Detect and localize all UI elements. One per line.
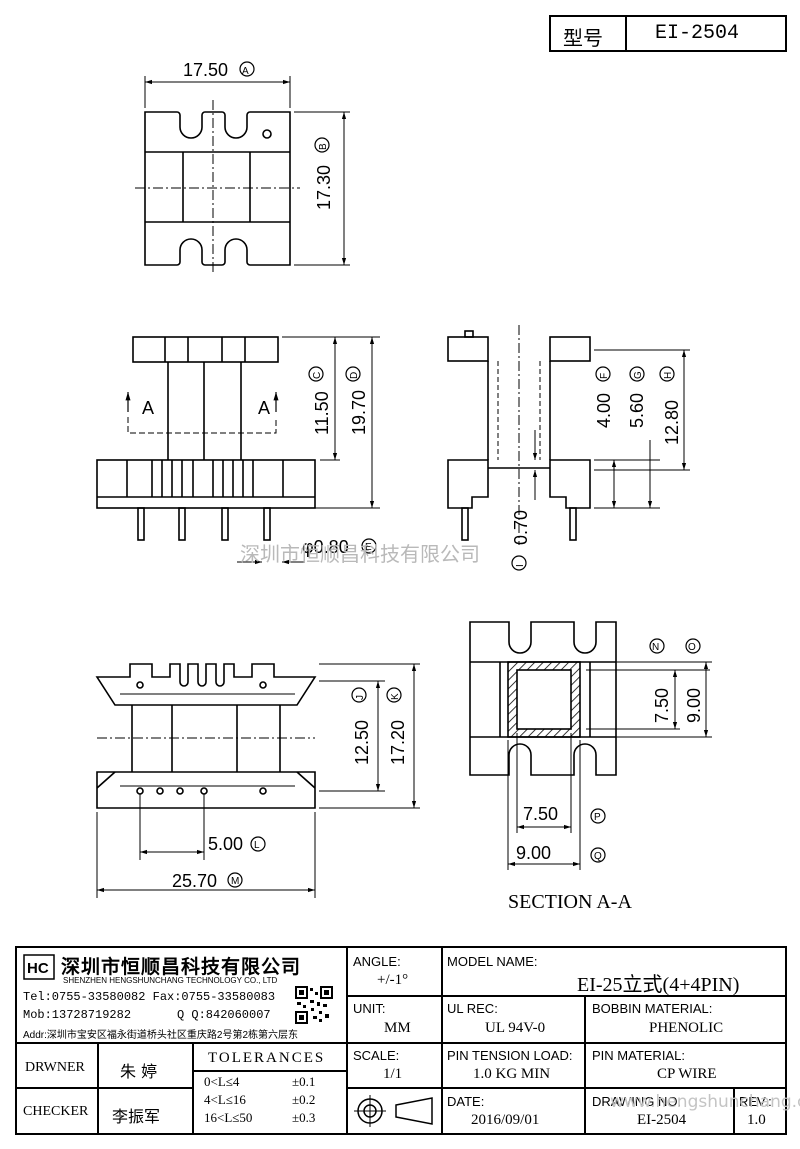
company-name-cn: 深圳市恒顺昌科技有限公司 [61, 956, 302, 978]
pin-material-value: CP WIRE [657, 1066, 717, 1082]
dim-b-tag: B [318, 143, 329, 150]
tolerance-row: 0<L≤4 ±0.1 [202, 1074, 342, 1092]
section-view [469, 621, 712, 870]
model-header-divider [625, 17, 627, 50]
dim-l-value: 5.00 [208, 834, 243, 854]
scale-label: SCALE: [353, 1048, 400, 1063]
bobbin-label: BOBBIN MATERIAL: [592, 1001, 713, 1016]
dim-n-tag: N [652, 642, 659, 653]
tolerance-range: 16<L≤50 [204, 1110, 253, 1125]
tolerances-title: TOLERANCES [208, 1050, 326, 1066]
drawer-label: DRWNER [25, 1060, 85, 1075]
unit-label: UNIT: [353, 1001, 386, 1016]
ul-value: UL 94V-0 [485, 1020, 546, 1036]
tolerance-value: ±0.2 [292, 1092, 316, 1107]
dim-p-tag: P [594, 812, 601, 823]
company-address: Addr:深圳市宝安区福永街道桥头社区重庆路2号第2栋第六层东 [23, 1030, 299, 1041]
dim-j-value: 12.50 [352, 720, 372, 765]
angle-label: ANGLE: [353, 954, 401, 969]
model-code: EI-2504 [655, 22, 740, 45]
dim-o-value: 9.00 [684, 688, 704, 723]
ul-label: UL REC: [447, 1001, 498, 1016]
dim-i-value: 0.70 [511, 510, 531, 545]
company-tel: Tel:0755-33580082 Fax:0755-33580083 [23, 990, 276, 1004]
dim-g-value: 5.60 [627, 393, 647, 428]
model-header: 型号 EI-2504 [549, 15, 787, 52]
company-logo: HC [23, 954, 55, 980]
bottom-view [95, 663, 420, 898]
date-label: DATE: [447, 1094, 485, 1109]
dim-h-value: 12.80 [662, 400, 682, 445]
checker-value: 李振军 [112, 1107, 161, 1126]
dim-o-tag: O [688, 642, 696, 653]
unit-value: MM [384, 1020, 411, 1036]
dim-c-value: 11.50 [312, 391, 332, 435]
projection-symbol-icon [352, 1094, 437, 1128]
bobbin-value: PHENOLIC [649, 1020, 724, 1036]
tension-value: 1.0 KG MIN [473, 1066, 551, 1082]
dim-a-value: 17.50 [183, 60, 228, 80]
date-value: 2016/09/01 [471, 1112, 540, 1128]
rev-value: 1.0 [747, 1112, 766, 1128]
dim-d-tag: D [349, 372, 360, 379]
dim-j-tag: J [355, 695, 366, 700]
title-block: HC 深圳市恒顺昌科技有限公司 SHENZHEN HENGSHUNCHANG T… [15, 946, 787, 1135]
top-view [135, 61, 350, 275]
side-view [447, 325, 690, 571]
section-mark-left: A [142, 398, 154, 418]
dim-f-tag: F [599, 373, 610, 379]
tolerance-value: ±0.1 [292, 1074, 316, 1089]
drawer-value: 朱 婷 [120, 1062, 158, 1081]
svg-text:HC: HC [27, 960, 49, 977]
dim-p-value: 7.50 [523, 804, 558, 824]
dim-q-tag: Q [594, 851, 602, 862]
scale-value: 1/1 [383, 1066, 403, 1082]
tolerance-range: 0<L≤4 [204, 1074, 240, 1089]
dim-m-tag: M [231, 876, 239, 887]
checker-label: CHECKER [23, 1104, 89, 1119]
dim-b-value: 17.30 [314, 165, 334, 210]
company-qq: Q Q:842060007 [177, 1008, 271, 1022]
dim-q-value: 9.00 [516, 843, 551, 863]
pin-material-label: PIN MATERIAL: [592, 1048, 685, 1063]
tolerance-row: 16<L≤50 ±0.3 [202, 1110, 342, 1128]
model-name-value: EI-25立式(4+4PIN) [577, 974, 740, 996]
technical-drawing: 17.50 A 17.30 B A A 11.50 C 19.70 D φ0.8… [95, 60, 712, 913]
front-view [96, 336, 380, 565]
dim-e-tag: E [365, 542, 372, 553]
dim-e-value: φ0.80 [302, 537, 349, 557]
type-label: 型号 [563, 26, 603, 50]
dim-l-tag: L [254, 840, 260, 851]
section-mark-right: A [258, 398, 270, 418]
dim-h-tag: H [663, 372, 674, 379]
section-title: SECTION A-A [508, 891, 632, 913]
tension-label: PIN TENSION LOAD: [447, 1048, 573, 1063]
dim-g-tag: G [633, 371, 644, 379]
company-name-en: SHENZHEN HENGSHUNCHANG TECHNOLOGY CO., L… [63, 976, 278, 985]
tolerance-value: ±0.3 [292, 1110, 316, 1125]
model-name-label: MODEL NAME: [447, 954, 538, 969]
tolerance-range: 4<L≤16 [204, 1092, 246, 1107]
dim-d-value: 19.70 [349, 390, 369, 435]
dim-n-value: 7.50 [652, 688, 672, 723]
dim-a-tag: A [242, 66, 249, 77]
company-mob: Mob:13728719282 [23, 1008, 132, 1022]
angle-value: +/-1° [377, 972, 409, 988]
dim-k-tag: K [390, 693, 401, 700]
tolerance-row: 4<L≤16 ±0.2 [202, 1092, 342, 1110]
dim-i-tag: I [515, 564, 526, 567]
qr-code [295, 986, 333, 1024]
rev-label: REV.: [739, 1094, 772, 1109]
dim-k-value: 17.20 [388, 720, 408, 765]
tolerance-list: 0<L≤4 ±0.1 4<L≤16 ±0.2 16<L≤50 ±0.3 [202, 1074, 342, 1128]
dim-m-value: 25.70 [172, 871, 217, 891]
dim-c-tag: C [312, 372, 323, 379]
dim-f-value: 4.00 [594, 393, 614, 428]
drawing-no-value: EI-2504 [637, 1112, 687, 1128]
drawing-no-label: DRAWING NO: [592, 1094, 682, 1109]
